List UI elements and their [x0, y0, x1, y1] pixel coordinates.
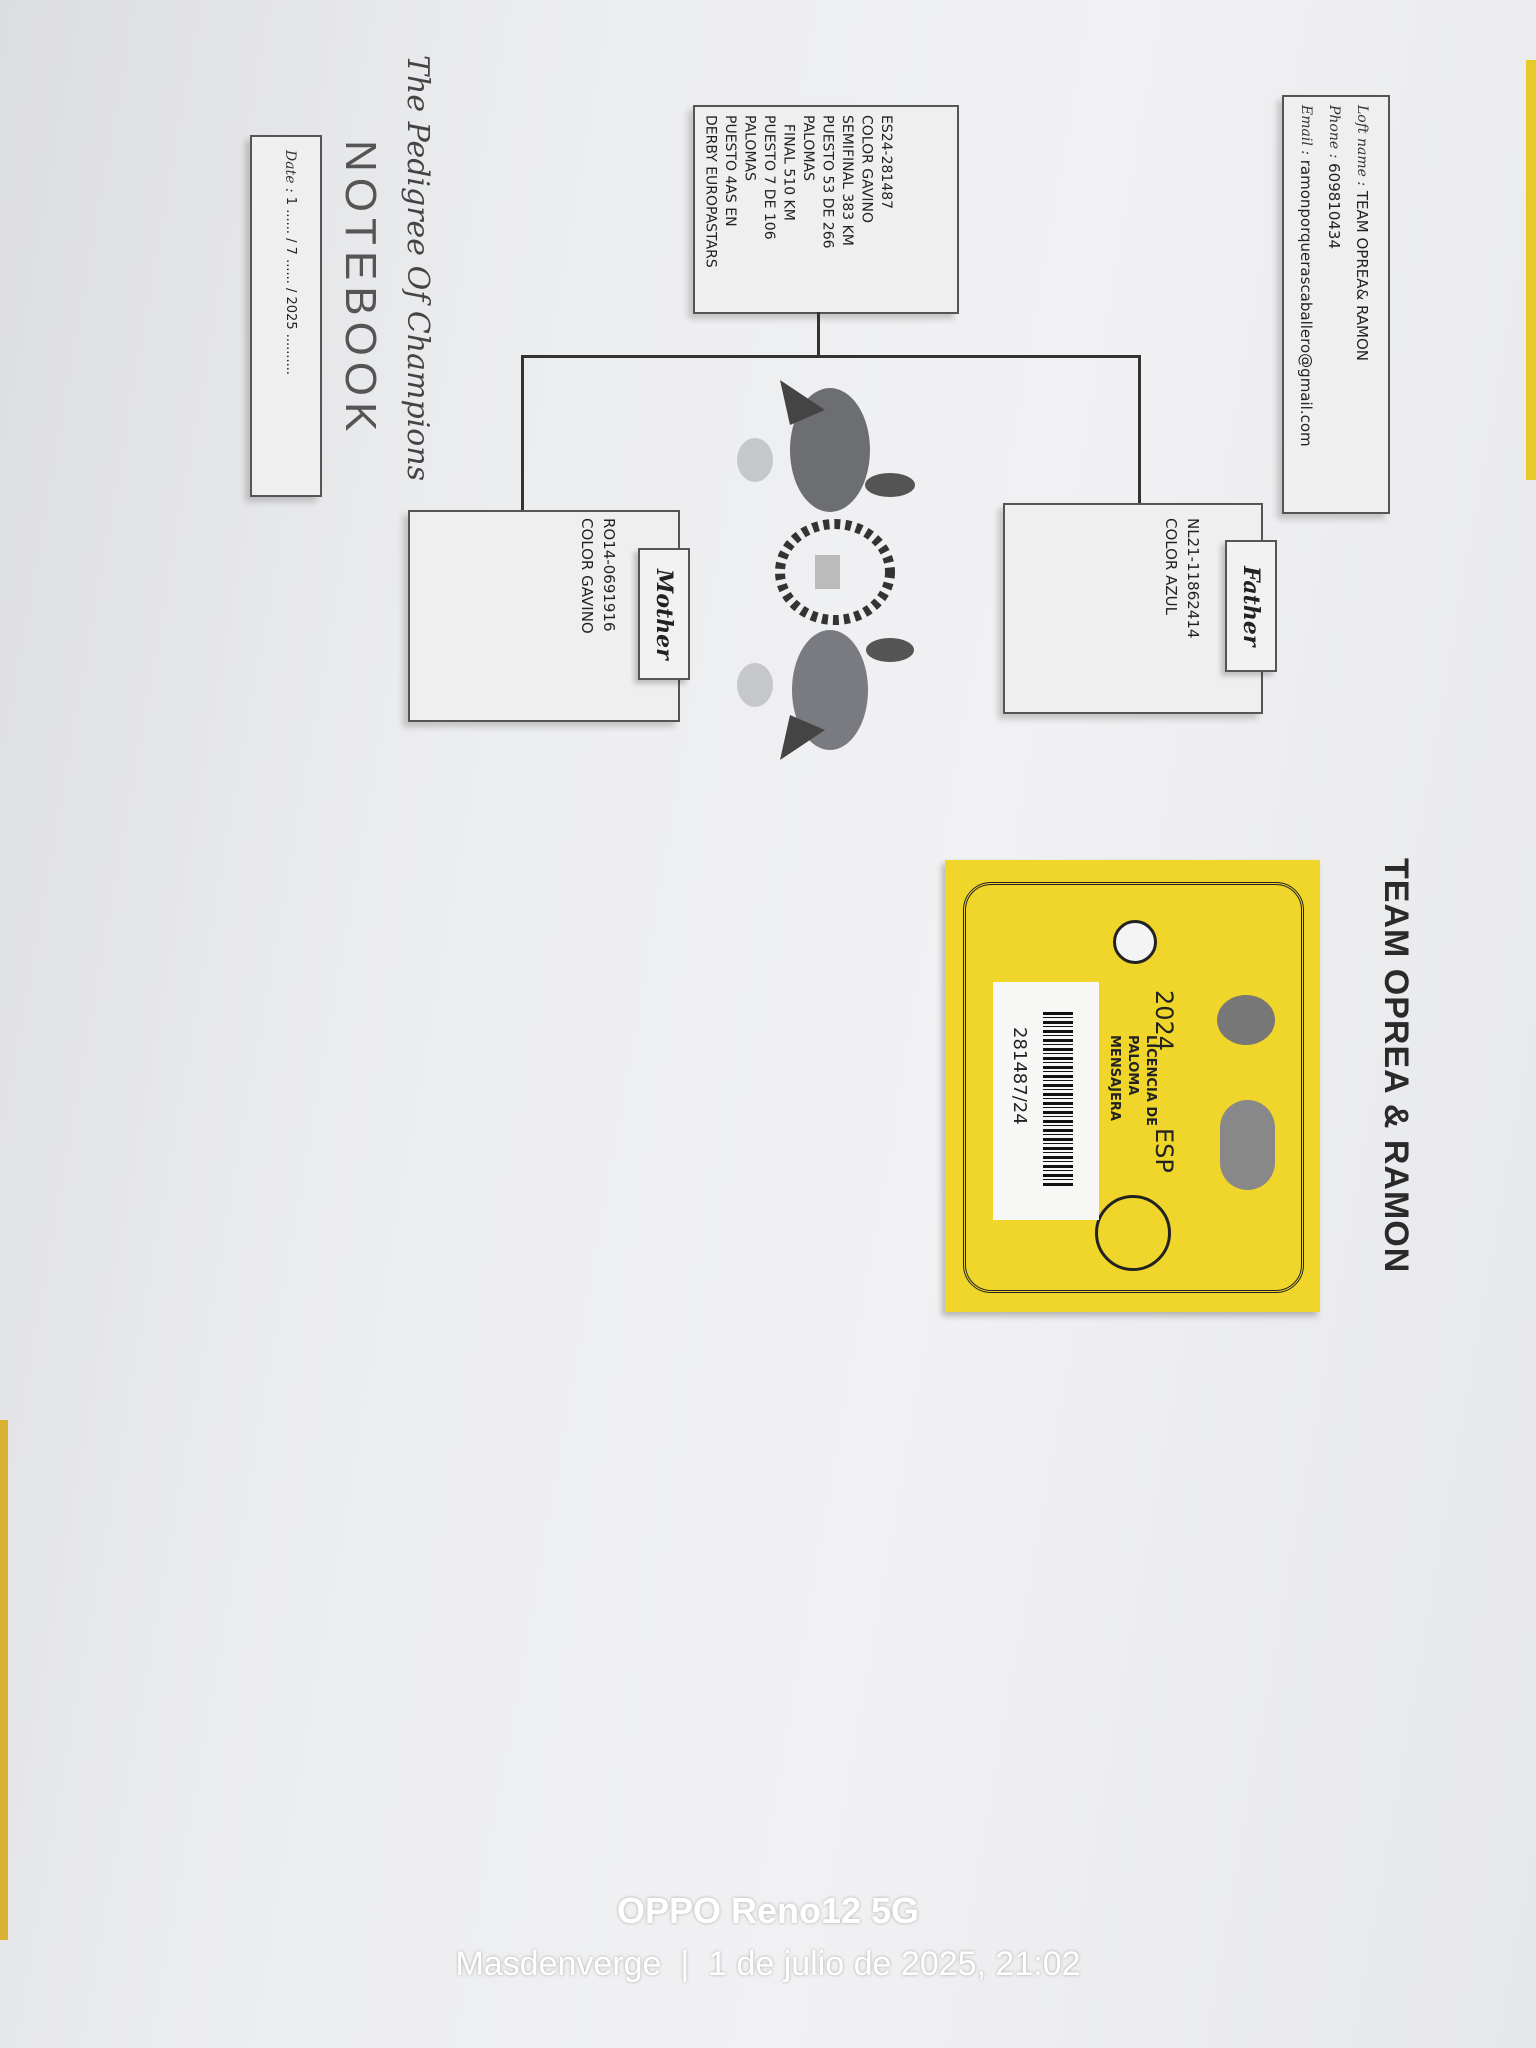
license-year: 2024	[1150, 990, 1178, 1052]
tree-connector	[521, 355, 1141, 358]
email-row: Email : ramonporquerascaballero@gmail.co…	[1297, 105, 1315, 447]
pigeon-info-box	[693, 105, 959, 314]
laurel-wreath-icon	[775, 519, 895, 625]
father-label: Father	[1225, 540, 1277, 672]
pigeon-line: PALOMAS	[741, 115, 758, 181]
father-box	[1003, 503, 1263, 714]
pigeon-info-text: ES24-281487 COLOR GAVINO SEMIFINAL 383 K…	[700, 115, 895, 305]
team-heading: TEAM OPREA & RAMON	[1377, 858, 1415, 1274]
mother-info: RO14-0691916 COLOR GAVINO	[576, 518, 620, 698]
pigeon-line: FINAL 510 KM	[780, 115, 797, 221]
barcode-label: 281487/24	[993, 982, 1099, 1220]
date-box	[250, 135, 322, 497]
pigeon-line: PUESTO 4AS EN	[722, 115, 738, 227]
license-title: LICENCIA DE PALOMA MENSAJERA	[1105, 1035, 1159, 1175]
loft-name: TEAM OPREA& RAMON	[1353, 190, 1371, 361]
watermark-location: Masdenverge	[455, 1945, 662, 1983]
date-month: 7	[283, 246, 298, 255]
tree-connector	[817, 312, 820, 357]
background-yellow-edge	[1526, 60, 1536, 480]
pigeon-line: COLOR GAVINO	[858, 115, 875, 224]
loft-name-row: Loft name : TEAM OPREA& RAMON	[1353, 105, 1371, 361]
license-title-line: PALOMA MENSAJERA	[1107, 1035, 1140, 1121]
license-card: 2024 ESP LICENCIA DE PALOMA MENSAJERA 28…	[945, 860, 1320, 1312]
pigeon-line: PUESTO 53 DE 266	[819, 115, 836, 249]
ornament-ring	[1095, 1195, 1171, 1271]
license-number: 281487/24	[1009, 1027, 1030, 1125]
loft-info-lines: Loft name : TEAM OPREA& RAMON Phone : 60…	[1292, 105, 1376, 565]
phone-row: Phone : 609810434	[1325, 105, 1343, 250]
pigeon-line: PALOMAS	[800, 115, 816, 181]
script-title: The Pedigree Of Champions	[400, 55, 435, 482]
loft-info-box	[1282, 95, 1390, 514]
device-watermark: OPPO Reno12 5G	[616, 1890, 920, 1931]
emblem-icon	[1217, 995, 1275, 1045]
phone: 609810434	[1325, 163, 1343, 250]
email: ramonporquerascaballero@gmail.com	[1297, 159, 1315, 447]
license-country: ESP	[1150, 1128, 1178, 1173]
pigeon-line: DERBY EUROPASTARS	[702, 115, 719, 268]
ornamental-border	[963, 882, 1304, 1293]
mother-box	[408, 510, 680, 722]
background-left-edge	[0, 1420, 8, 1940]
tree-connector	[521, 355, 524, 510]
father-ring: NL21-11862414	[1184, 518, 1202, 639]
date-day: 1	[283, 196, 298, 206]
date-line: Date : 1 ...... / 7 ...... / 2025 ......…	[282, 150, 298, 376]
location-datetime-watermark: Masdenverge | 1 de julio de 2025, 21:02	[455, 1945, 1081, 1983]
pigeon-line: PUESTO 7 DE 106	[761, 115, 777, 240]
watermark-datetime: 1 de julio de 2025, 21:02	[708, 1945, 1081, 1983]
license-title-line: LICENCIA DE	[1143, 1035, 1158, 1127]
tree-connector	[1138, 355, 1141, 505]
pigeon-icon	[737, 380, 915, 512]
date-year: 2025	[283, 296, 298, 330]
pigeon-illustrations	[737, 380, 915, 760]
punch-hole	[1113, 920, 1157, 964]
pigeon-line: SEMIFINAL 383 KM	[839, 115, 855, 246]
barcode	[1043, 1012, 1073, 1187]
father-info: NL21-11862414 COLOR AZUL	[1160, 518, 1204, 698]
mother-color: COLOR GAVINO	[578, 518, 596, 634]
mother-ring: RO14-0691916	[600, 518, 618, 632]
pigeon-line: ES24-281487	[878, 115, 894, 210]
mother-label: Mother	[638, 548, 690, 680]
father-color: COLOR AZUL	[1162, 518, 1180, 615]
notebook-title: NOTEBOOK	[336, 140, 385, 438]
pigeon-icon	[737, 630, 914, 760]
federation-logo-icon	[1220, 1100, 1275, 1190]
